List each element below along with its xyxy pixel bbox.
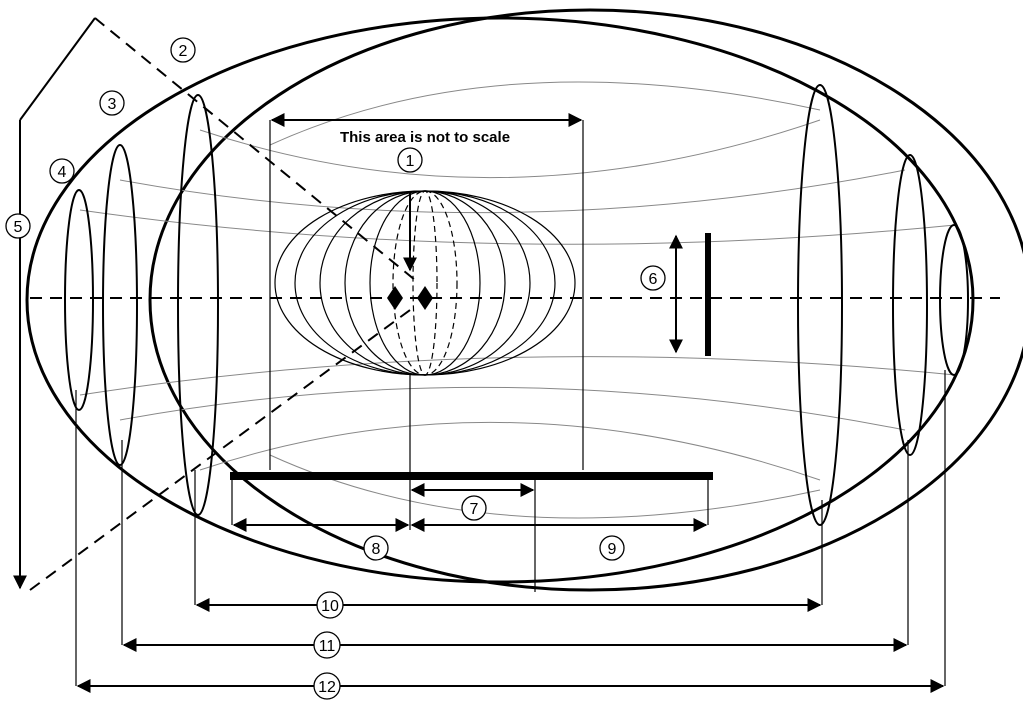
section-ellipse-left-2 bbox=[177, 94, 219, 516]
lower-lobe-curve-3 bbox=[79, 356, 956, 396]
plate-6 bbox=[705, 233, 711, 356]
source-marker-b bbox=[417, 286, 433, 310]
svg-text:5: 5 bbox=[14, 219, 23, 236]
label-2: 2 bbox=[170, 37, 196, 63]
section-ellipse-right-10 bbox=[797, 84, 843, 526]
svg-text:9: 9 bbox=[608, 541, 617, 558]
svg-text:8: 8 bbox=[372, 541, 381, 558]
svg-text:2: 2 bbox=[179, 43, 188, 60]
label-5: 5 bbox=[5, 213, 31, 239]
label-12: 12 bbox=[313, 672, 341, 700]
label-4: 4 bbox=[49, 158, 75, 184]
label-7: 7 bbox=[461, 495, 487, 521]
label-1: 1 bbox=[397, 147, 423, 173]
diagonal-lower bbox=[29, 309, 411, 591]
outer-ellipse-left bbox=[25, 16, 975, 584]
section-ellipse-left-3 bbox=[102, 144, 138, 466]
lower-lobe-curve bbox=[199, 421, 821, 481]
upper-lobe-curve-3 bbox=[79, 209, 956, 245]
svg-text:6: 6 bbox=[649, 271, 658, 288]
section-ellipse-right-12 bbox=[939, 224, 969, 376]
label-3: 3 bbox=[99, 90, 125, 116]
label-6: 6 bbox=[640, 265, 666, 291]
upper-lobe-curve-2 bbox=[119, 169, 906, 214]
svg-text:12: 12 bbox=[318, 679, 336, 696]
svg-text:1: 1 bbox=[406, 153, 415, 170]
svg-text:3: 3 bbox=[108, 96, 117, 113]
lower-lobe-curve-2 bbox=[119, 386, 906, 431]
outer-ellipse-right bbox=[148, 8, 1023, 592]
label-10: 10 bbox=[316, 591, 344, 619]
upper-lobe-curve bbox=[199, 119, 821, 179]
label-8: 8 bbox=[363, 535, 389, 561]
diagonal-upper bbox=[94, 17, 416, 281]
svg-text:4: 4 bbox=[58, 164, 67, 181]
svg-text:10: 10 bbox=[321, 598, 339, 615]
section-ellipse-left-4 bbox=[64, 189, 94, 411]
outer-faint-bottom bbox=[269, 454, 821, 519]
svg-text:7: 7 bbox=[470, 501, 479, 518]
label-11: 11 bbox=[313, 631, 341, 659]
svg-text:11: 11 bbox=[319, 638, 336, 655]
section-ellipse-right-11 bbox=[892, 154, 928, 456]
arrow-5-top bbox=[19, 17, 96, 121]
not-to-scale-note: This area is not to scale bbox=[340, 129, 510, 146]
source-marker-a bbox=[387, 286, 403, 310]
beam-meridians bbox=[294, 190, 556, 376]
label-9: 9 bbox=[599, 535, 625, 561]
range-bar bbox=[230, 472, 713, 480]
